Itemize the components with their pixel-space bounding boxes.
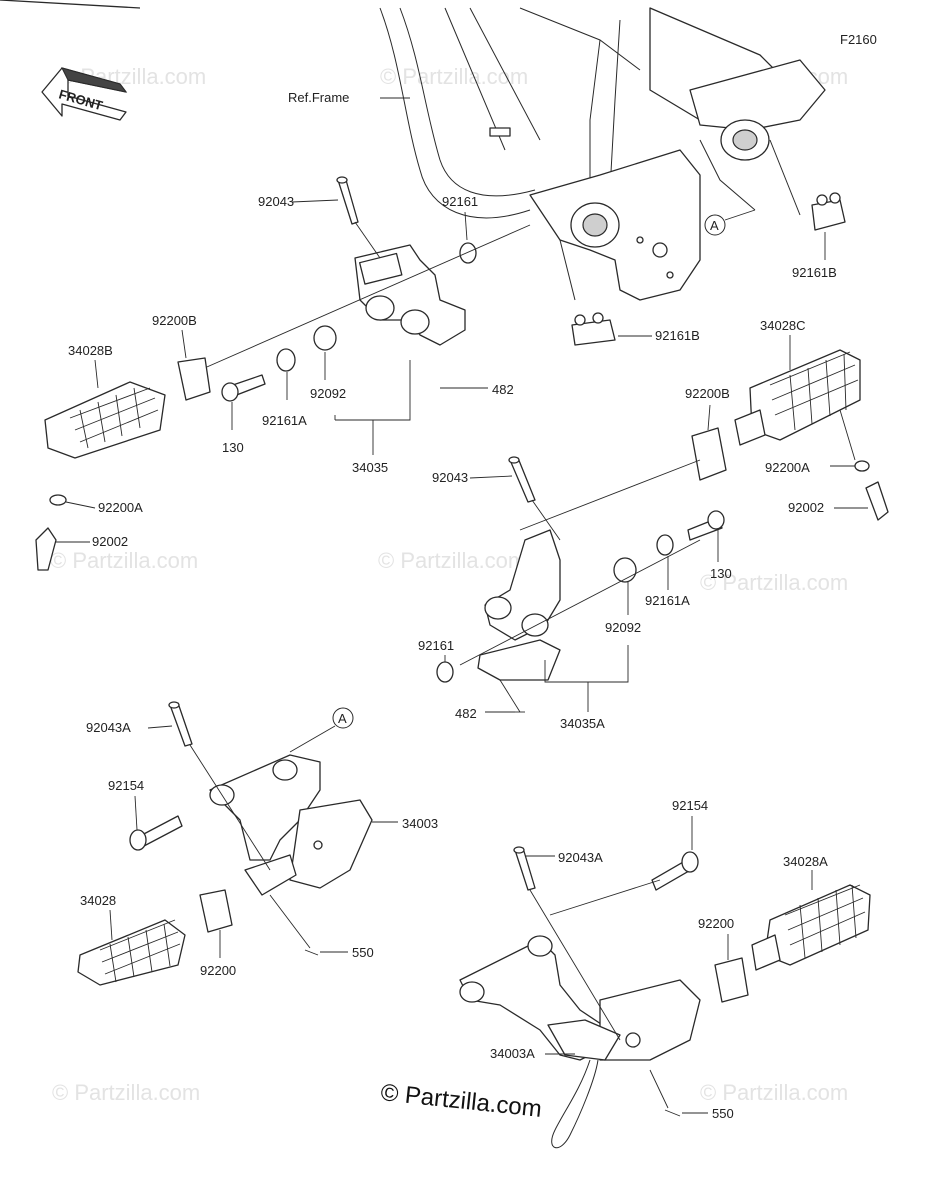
label-92092-left: 92092 [310,386,346,401]
label-550-left: 550 [352,945,374,960]
pin-92002-right [865,481,889,521]
circle-a-lower-text: A [338,711,347,726]
rubber-damper-lower [571,312,616,346]
label-34035: 34035 [352,460,388,475]
bolt-92154-right [651,851,699,891]
label-34028B: 34028B [68,343,113,358]
label-92161A-left: 92161A [262,413,307,428]
label-34028A: 34028A [783,854,828,869]
label-92154-left: 92154 [108,778,144,793]
watermarks: © Partzilla.com © Partzilla.com © Partzi… [50,64,848,1105]
figure-code: F2160 [840,32,877,47]
footpeg-34028 [77,919,186,986]
label-92043-upper: 92043 [258,194,294,209]
bushing-92092-right [613,557,637,583]
pin-92043A-left [168,701,271,871]
watermark-6: © Partzilla.com [700,570,848,595]
label-92154-right: 92154 [672,798,708,813]
ref-frame-label: Ref.Frame [288,90,349,105]
label-92200A-right: 92200A [765,460,810,475]
footpeg-34028C [734,349,861,446]
pin-92043-upper [336,176,381,259]
label-92161B-lower: 92161B [655,328,700,343]
watermark-8: © Partzilla.com [700,1080,848,1105]
label-92200-left: 92200 [200,963,236,978]
label-92043A-left: 92043A [86,720,131,735]
label-550-right: 550 [712,1106,734,1121]
label-34035A: 34035A [560,716,605,731]
label-92092-right: 92092 [605,620,641,635]
label-34028C: 34028C [760,318,806,333]
label-92043A-right: 92043A [558,850,603,865]
label-34003: 34003 [402,816,438,831]
label-92161B-upper: 92161B [792,265,837,280]
copyright-text: © Partzilla.com [379,1079,543,1123]
label-92161-right: 92161 [418,638,454,653]
watermark-7: © Partzilla.com [52,1080,200,1105]
footpeg-34028B [44,381,166,459]
label-92002-right: 92002 [788,500,824,515]
bracket-34003 [209,754,373,896]
watermark-5: © Partzilla.com [378,548,526,573]
label-92161-upper: 92161 [442,194,478,209]
washer-92200A-left [49,494,67,506]
label-482-left: 482 [492,382,514,397]
washer-92161-upper [459,242,477,264]
circle-a-upper-text: A [710,218,719,233]
boot-92200B-left [177,357,211,401]
boot-92200-left [199,889,233,933]
bracket-34035 [0,0,466,348]
label-92002-left: 92002 [92,534,128,549]
rubber-damper-upper [811,192,846,231]
label-92200B-right: 92200B [685,386,730,401]
label-482-right: 482 [455,706,477,721]
circle-a-lower: A [289,707,354,753]
washer-92161-right [436,661,454,683]
label-92161A-right: 92161A [645,593,690,608]
washer-92200A-right [854,460,870,472]
cotter-550-right [664,1109,681,1117]
watermark-2: © Partzilla.com [380,64,528,89]
label-92043-right: 92043 [432,470,468,485]
bolt-130-right [687,510,725,541]
boot-92200-right [714,957,749,1003]
watermark-4: © Partzilla.com [50,548,198,573]
bushing-92092-left [313,325,337,351]
frame [379,7,826,301]
label-130-right: 130 [710,566,732,581]
circle-a-upper: A [704,209,756,236]
label-34003A: 34003A [490,1046,535,1061]
label-92200B-left: 92200B [152,313,197,328]
label-130-left: 130 [222,440,244,455]
label-34028: 34028 [80,893,116,908]
boot-92200B-right [691,427,727,481]
pin-92002-left [35,527,57,571]
label-92200-right: 92200 [698,916,734,931]
label-92200A-left: 92200A [98,500,143,515]
bolt-92154-left [129,815,183,851]
footpeg-34028A [751,884,871,971]
cotter-550-left [304,949,319,956]
washer-92161A-right [656,534,674,556]
bracket-34003A [459,935,701,1148]
washer-92161A-left [276,348,296,372]
pin-92043A-right [513,846,621,1041]
bracket-34035A [477,529,561,681]
pin-92043-lower-right [508,456,561,541]
bolt-130-left [221,374,266,402]
